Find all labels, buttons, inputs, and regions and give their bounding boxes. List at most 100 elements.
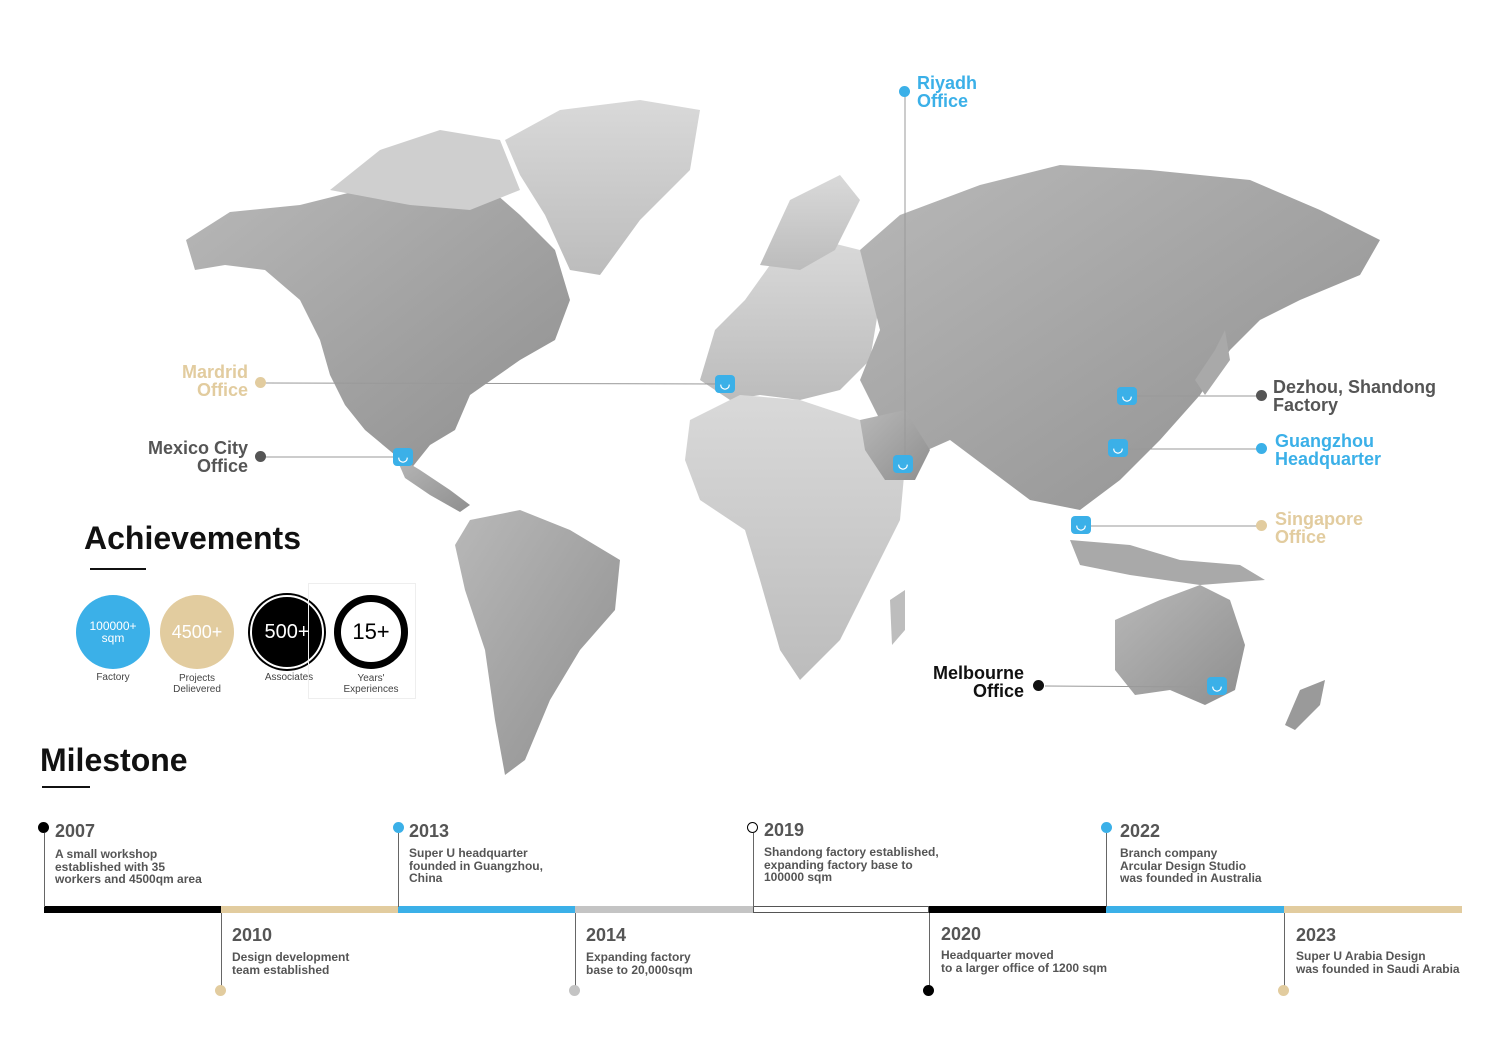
central-america [395,455,470,512]
office-name: Riyadh [917,73,978,93]
asia [860,165,1380,510]
milestone-description: Super U headquarter founded in Guangzhou… [409,847,609,885]
stat-caption: Experiences [343,684,399,695]
timeline-segment-2014 [575,906,753,913]
milestone-line: to a larger office of 1200 sqm [941,960,1108,975]
office-type: Office [972,681,1024,701]
super-u-logo-marker-icon[interactable]: ◡ [715,375,735,393]
super-u-logo-marker-icon[interactable]: ◡ [393,448,413,466]
timeline-stem-2007 [44,833,45,907]
office-name: Mardrid [181,362,248,382]
projects-stat-caption: Projects Delievered [152,673,242,695]
office-name: Guangzhou [1275,431,1374,451]
south-america [455,510,620,775]
achievements-title: Achievements [84,520,301,556]
scandinavia [760,175,860,270]
office-name: Dezhou, Shandong [1273,377,1436,397]
timeline-dot-2013 [393,822,404,833]
madrid-office-label: Mardrid Office [130,363,248,399]
milestone-year: 2019 [764,820,805,840]
indonesia [1070,540,1265,585]
office-name: Melbourne [932,663,1024,683]
stat-caption: Associates [264,672,314,683]
timeline-stem-2014 [575,913,576,986]
years-stat-panel [308,583,416,699]
stat-value: 15+ [352,619,390,644]
office-name: Singapore [1275,509,1364,529]
timeline-stem-2010 [221,913,222,986]
milestone-year: 2013 [409,821,450,841]
milestone-year: 2022 [1120,821,1161,841]
timeline-segment-2023 [1284,906,1462,913]
milestone-year: 2023 [1296,925,1337,945]
milestone-line: was founded in Australia [1120,871,1262,885]
stat-caption: Delievered [173,684,221,695]
milestone-description: Design development team established [232,951,432,976]
timeline-dot-2022 [1101,822,1112,833]
greenland [505,100,700,275]
north-america [186,175,570,470]
office-type: Office [1275,527,1327,547]
milestone-description: Headquarter moved to a larger office of … [941,949,1161,974]
milestone-line: Super U headquarter [409,846,528,860]
mexico-office-label: Mexico City Office [108,439,248,475]
milestone-line: China [409,871,443,885]
new-zealand [1285,680,1325,730]
office-type: Office [196,380,248,400]
japan [1195,330,1230,395]
timeline-segment-2019 [753,906,929,913]
guangzhou-dot [1256,443,1267,454]
milestone-line: workers and 4500qm area [55,872,202,886]
guangzhou-headquarter-label: Guangzhou Headquarter [1275,432,1381,468]
arctic-islands [330,130,520,210]
office-name: Mexico City [147,438,248,458]
milestone-line: expanding factory base to [764,857,913,872]
timeline-stem-2013 [398,833,399,907]
milestone-line: Expanding factory [586,950,691,964]
timeline-segment-2020 [929,906,1106,913]
europe [700,240,880,400]
milestone-description: A small workshop established with 35 wor… [55,848,255,886]
singapore-dot [1256,520,1267,531]
timeline-stem-2023 [1284,913,1285,986]
timeline-stem-2020 [929,913,930,986]
milestone-year: 2014 [586,925,627,945]
super-u-logo-marker-icon[interactable]: ◡ [1108,439,1128,457]
office-type: Office [917,91,969,111]
milestone-description: Branch company Arcular Design Studio was… [1120,847,1320,885]
timeline-stem-2019 [753,833,754,907]
stat-value: 4500+ [171,621,223,642]
super-u-logo-marker-icon[interactable]: ◡ [1207,677,1227,695]
associates-stat-circle: 500+ [250,595,324,669]
super-u-logo-marker-icon[interactable]: ◡ [893,455,913,473]
milestone-title: Milestone [40,742,188,778]
milestone-year: 2010 [232,925,273,945]
milestone-line: Branch company [1120,846,1218,860]
singapore-office-label: Singapore Office [1275,510,1363,546]
factory-stat-circle: 100000+ sqm [76,595,150,669]
dezhou-dot [1256,390,1267,401]
timeline-segment-2013 [398,906,575,913]
milestone-line: Design development [232,950,350,964]
timeline-stem-2022 [1106,833,1107,907]
associates-stat-caption: Associates [244,672,334,683]
projects-stat-circle: 4500+ [160,595,234,669]
super-u-logo-marker-icon[interactable]: ◡ [1071,516,1091,534]
melbourne-office-label: Melbourne Office [880,664,1024,700]
milestone-line: A small workshop [55,847,158,861]
stat-caption: Factory [96,672,130,683]
achievements-title-rule [90,568,146,570]
super-u-logo-marker-icon[interactable]: ◡ [1117,387,1137,405]
milestone-year: 2007 [55,821,96,841]
timeline-dot-2019 [747,822,758,833]
africa [685,395,905,680]
milestone-line: base to 20,000sqm [586,962,693,977]
milestone-description: Expanding factory base to 20,000sqm [586,951,786,976]
timeline-segment-2007 [44,906,221,913]
stat-unit: sqm [101,631,125,645]
milestone-line: established with 35 [55,859,166,874]
australia [1115,585,1245,705]
timeline-dot-2014 [569,985,580,996]
stat-value: 100000+ [89,619,137,633]
